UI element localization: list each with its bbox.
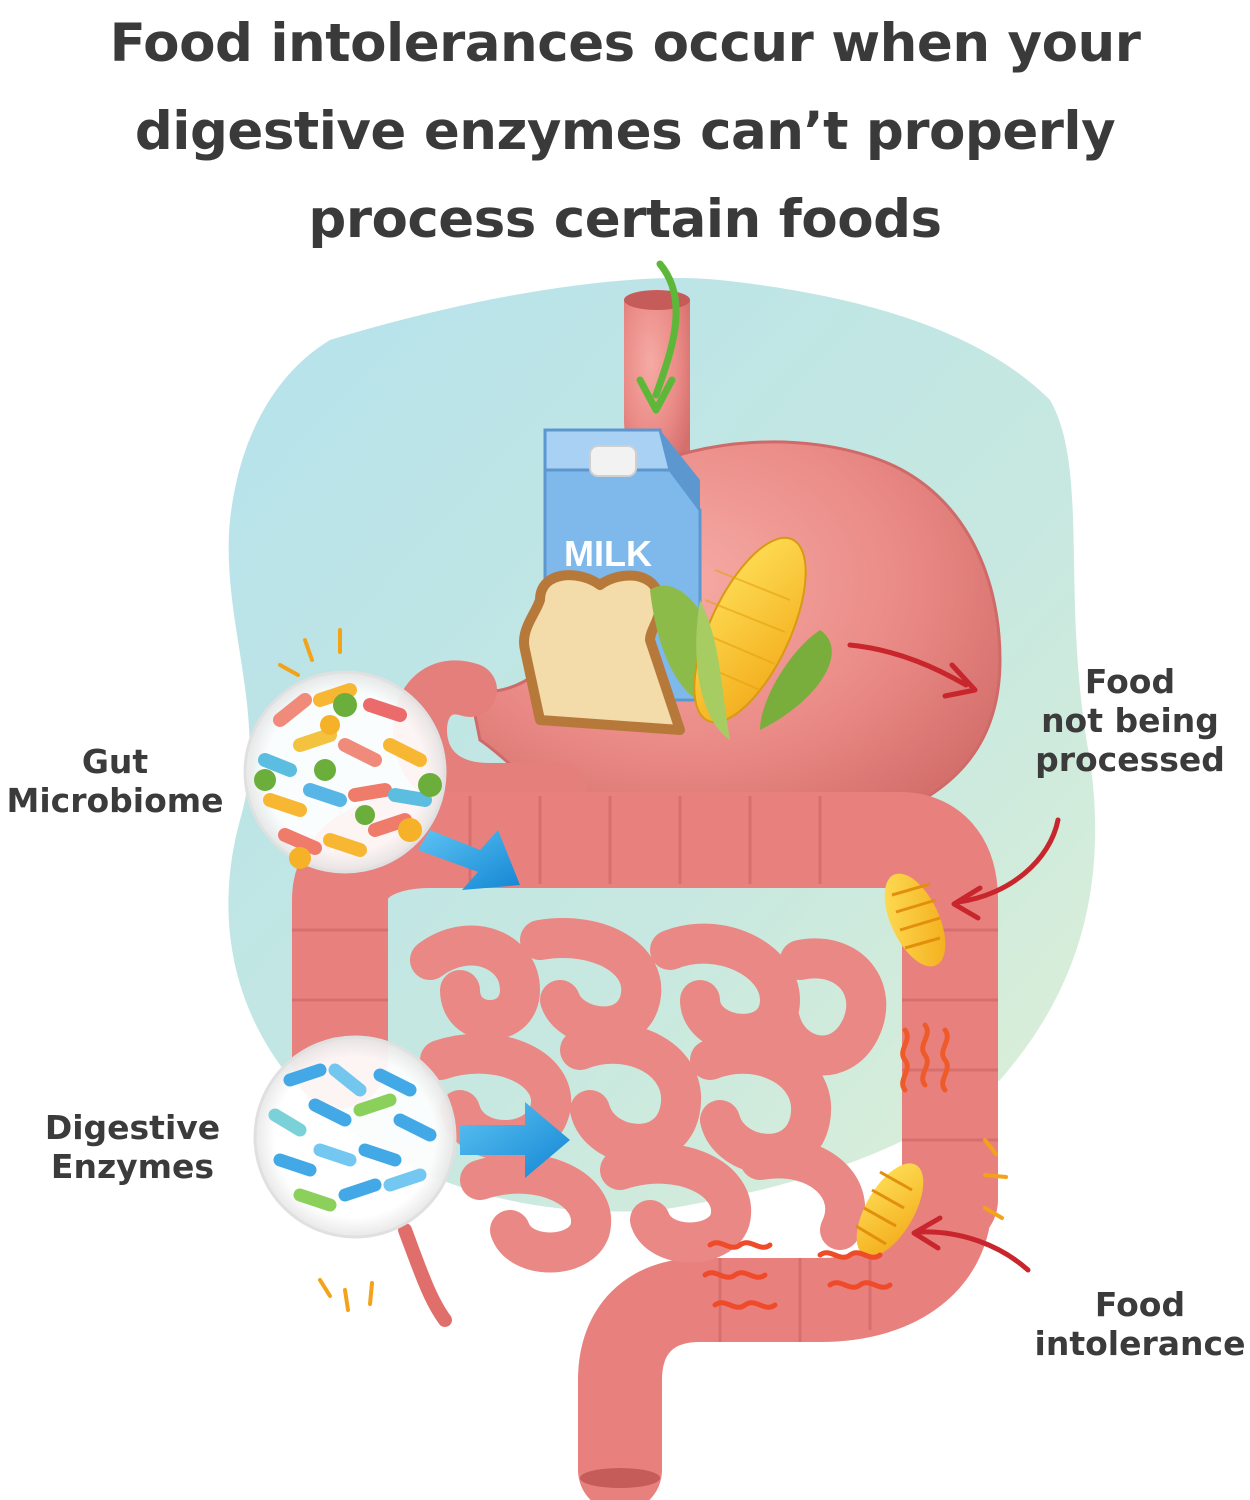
title-line-1: Food intolerances occur when your [109,13,1141,74]
arrow-stomach-to-label [847,642,978,699]
digestive-enzymes-icon [253,1035,457,1239]
label-food-intolerance: Food intolerance [1034,1285,1246,1363]
irritation-squiggles-lower [702,1240,893,1310]
title-line-3: process certain foods [308,189,942,250]
blue-arrow-microbiome [418,830,520,890]
arrow-label-to-colon [951,817,1061,921]
sparkle-accents [278,628,1008,1312]
undigested-food-lower [855,1163,924,1257]
undigested-food-upper [884,873,946,967]
gut-microbiome-icon [243,670,447,874]
blue-arrow-enzymes [460,1102,570,1178]
green-arrow-icon [636,260,680,414]
corn-cob [650,536,832,740]
arrow-intolerance [911,1215,1031,1273]
title-line-2: digestive enzymes can’t properly [134,101,1116,162]
small-intestine [410,918,887,1273]
milk-label: MILK [564,533,652,574]
label-gut-microbiome: Gut Microbiome [6,742,224,820]
irritation-squiggles-upper [900,1022,950,1093]
page-title: Food intolerances occur when your digest… [0,0,1250,264]
label-food-not-processed: Food not being processed [1035,662,1225,779]
appendix [398,1223,452,1327]
label-digestive-enzymes: Digestive Enzymes [44,1108,221,1186]
